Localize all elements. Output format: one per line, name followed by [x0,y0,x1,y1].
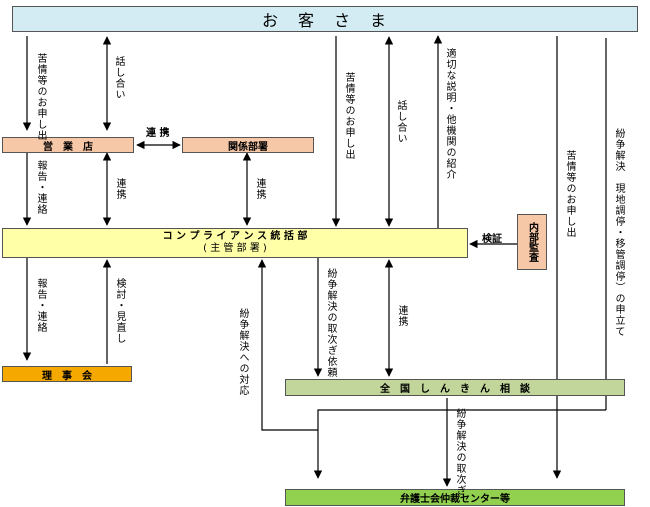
coop-shinkin-label: 連携 [396,305,407,327]
internal-audit-label: 内部監査 [526,222,538,262]
dispute-referral-2-label: 紛争解決の取次ぎ [454,408,465,496]
bar-association-box: 弁護士会仲裁センター等 [285,489,625,506]
line-dispute-apply-turn [313,409,606,479]
verify-label: 検証 [482,234,502,245]
coop-branch-label: 連携 [114,178,125,200]
branch-box: 営 業 店 [2,137,134,153]
branch-label: 営 業 店 [43,141,93,153]
coop-related-label: 連携 [254,178,265,200]
explain-label: 適切な説明・他機関の紹介 [444,48,455,180]
cooperation-top-label: 連 携 [146,128,170,139]
report-2-label: 報告・連絡 [35,278,46,333]
report-1-label: 報告・連絡 [35,160,46,215]
customer-label: お 客 さ ま [261,11,388,30]
complaint-right-label: 苦情等のお申し出 [564,150,575,238]
dispute-response-label: 紛争解決への対応 [237,308,248,396]
arrow-dispute-response [257,259,318,431]
board-box: 理 事 会 [2,366,132,382]
related-dept-label: 関係部署 [228,141,268,153]
bar-association-label: 弁護士会仲裁センター等 [400,494,510,505]
complaint-branch-label: 苦情等のお申し出 [35,53,46,141]
talk-branch-label: 話し合い [113,56,124,100]
compliance-box: コ ン プ ラ イ ア ン ス 統 括 部 ( 主 管 部 署 ) [2,228,468,258]
related-dept-box: 関係部署 [182,137,314,153]
shinkin-consult-label: 全 国 し ん き ん 相 談 [380,384,530,395]
customer-box: お 客 さ ま [12,6,638,32]
internal-audit-box: 内部監査 [517,214,547,270]
compliance-sub-label: ( 主 管 部 署 ) [203,243,267,254]
complaint-center-label: 苦情等のお申し出 [343,72,354,160]
board-label: 理 事 会 [42,370,92,382]
talk-center-label: 話し合い [395,100,406,144]
review-label: 検討・見直し [114,278,125,344]
compliance-label: コ ン プ ラ イ ア ン ス 統 括 部 [162,231,308,242]
shinkin-consult-box: 全 国 し ん き ん 相 談 [285,379,625,396]
dispute-apply-label: 紛争解決 現地調停・移管調停）の申立て [613,128,624,337]
dispute-referral-1-label: 紛争解決の取次ぎ依頼 [325,268,336,378]
